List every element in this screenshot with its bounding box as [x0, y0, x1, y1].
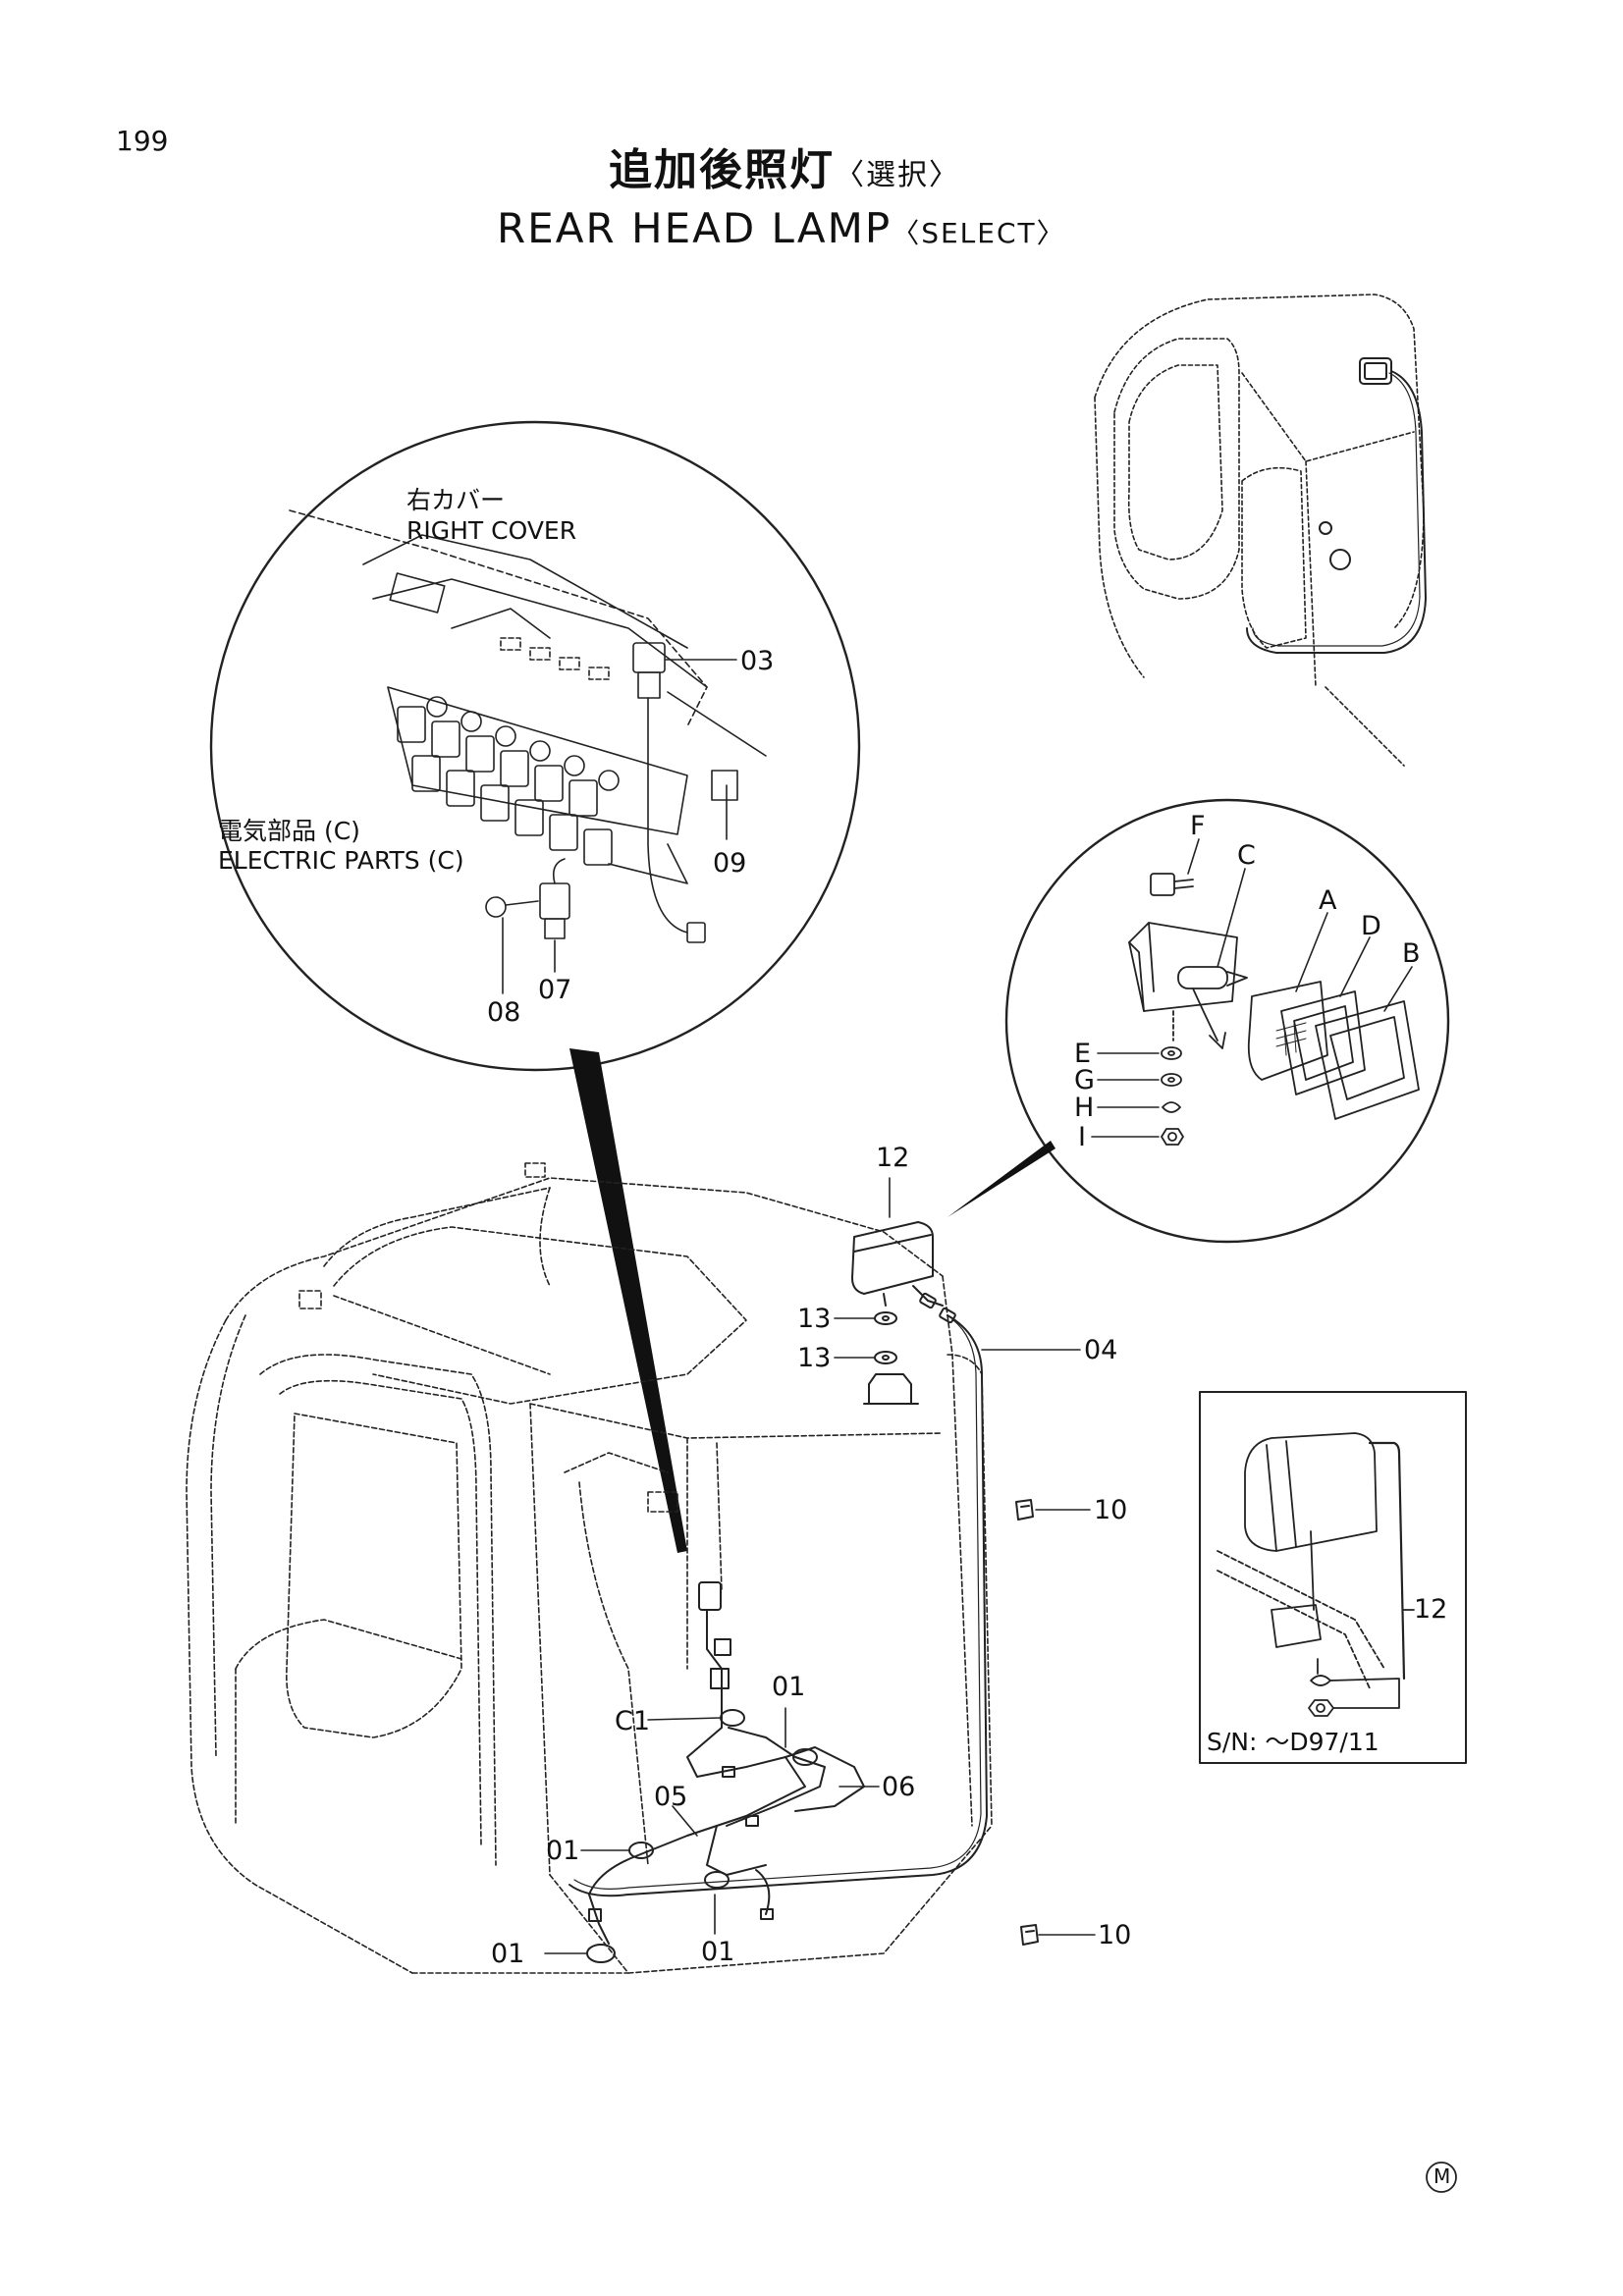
pointer-wedge-lamp — [947, 1141, 1055, 1217]
leaders-main — [545, 1178, 1095, 1953]
callout-electric-parts-en: ELECTRIC PARTS (C) — [218, 846, 464, 875]
cab-main — [187, 1163, 992, 1973]
part-label-B: B — [1402, 938, 1421, 969]
part-label-01-top: 01 — [772, 1672, 806, 1702]
cab-thumbnail — [1095, 294, 1424, 766]
pointer-wedge-electric — [569, 1048, 687, 1553]
detail-circle-lamp — [1006, 800, 1448, 1242]
part-label-10-lower: 10 — [1098, 1920, 1132, 1950]
part-label-08: 08 — [487, 997, 521, 1028]
clip-10 — [1016, 1500, 1038, 1945]
page-number: 199 — [116, 125, 169, 157]
harness-05-06 — [587, 1582, 864, 1962]
harness-04 — [569, 1286, 987, 1896]
part-label-04: 04 — [1084, 1335, 1118, 1365]
inset-serial-number: S/N: ～D97/11 — [1207, 1728, 1380, 1756]
title-jp: 追加後照灯〈選択〉 — [609, 149, 960, 192]
detail-circle-electric — [211, 422, 859, 1070]
part-label-10-upper: 10 — [1094, 1495, 1128, 1525]
right-cover-drawing — [290, 510, 766, 942]
part-label-G: G — [1074, 1065, 1095, 1095]
part-label-F: F — [1190, 811, 1206, 841]
m-mark-circle — [1427, 2163, 1456, 2192]
part-label-C: C — [1237, 840, 1256, 871]
part-label-06: 06 — [882, 1772, 916, 1802]
leaders-lamp — [1092, 839, 1412, 1137]
inset-lamp-drawing — [1217, 1433, 1414, 1716]
relay-row — [398, 697, 619, 865]
part-label-D: D — [1361, 911, 1381, 941]
part-label-C1: C1 — [615, 1706, 651, 1736]
part-label-01-left: 01 — [546, 1836, 580, 1866]
m-mark: M — [1434, 2164, 1451, 2188]
title-en-main: REAR HEAD LAMP — [497, 204, 893, 252]
part-label-A: A — [1319, 885, 1337, 916]
part-label-07: 07 — [538, 975, 572, 1005]
title-en-note: 〈SELECT〉 — [892, 217, 1066, 249]
part-label-H: H — [1074, 1093, 1095, 1123]
part-label-03: 03 — [740, 646, 775, 676]
lamp-exploded-drawing — [1129, 874, 1419, 1145]
cab-thumbnail-lamp — [1247, 358, 1426, 653]
part-label-I: I — [1078, 1122, 1086, 1152]
callout-electric-parts-jp: 電気部品 (C) — [218, 817, 360, 845]
part-label-13-upper: 13 — [797, 1304, 832, 1334]
title-jp-main: 追加後照灯 — [609, 145, 835, 195]
callout-right-cover-en: RIGHT COVER — [406, 516, 577, 545]
lamp-12-on-roof — [852, 1222, 933, 1404]
title-jp-note: 〈選択〉 — [835, 158, 960, 192]
leaders-electric — [503, 660, 736, 993]
inset-box — [1200, 1392, 1466, 1763]
part-label-12-roof: 12 — [876, 1143, 910, 1173]
part-label-12-inset: 12 — [1414, 1594, 1448, 1625]
part-label-05: 05 — [654, 1782, 688, 1812]
part-label-13-lower: 13 — [797, 1343, 832, 1373]
part-label-01-lowleft: 01 — [491, 1939, 525, 1969]
part-label-01-bottom: 01 — [701, 1937, 735, 1967]
part-label-09: 09 — [713, 848, 747, 879]
callout-right-cover-jp: 右カバー — [406, 486, 506, 514]
title-en: REAR HEAD LAMP〈SELECT〉 — [497, 208, 1066, 249]
part-label-E: E — [1074, 1039, 1092, 1069]
